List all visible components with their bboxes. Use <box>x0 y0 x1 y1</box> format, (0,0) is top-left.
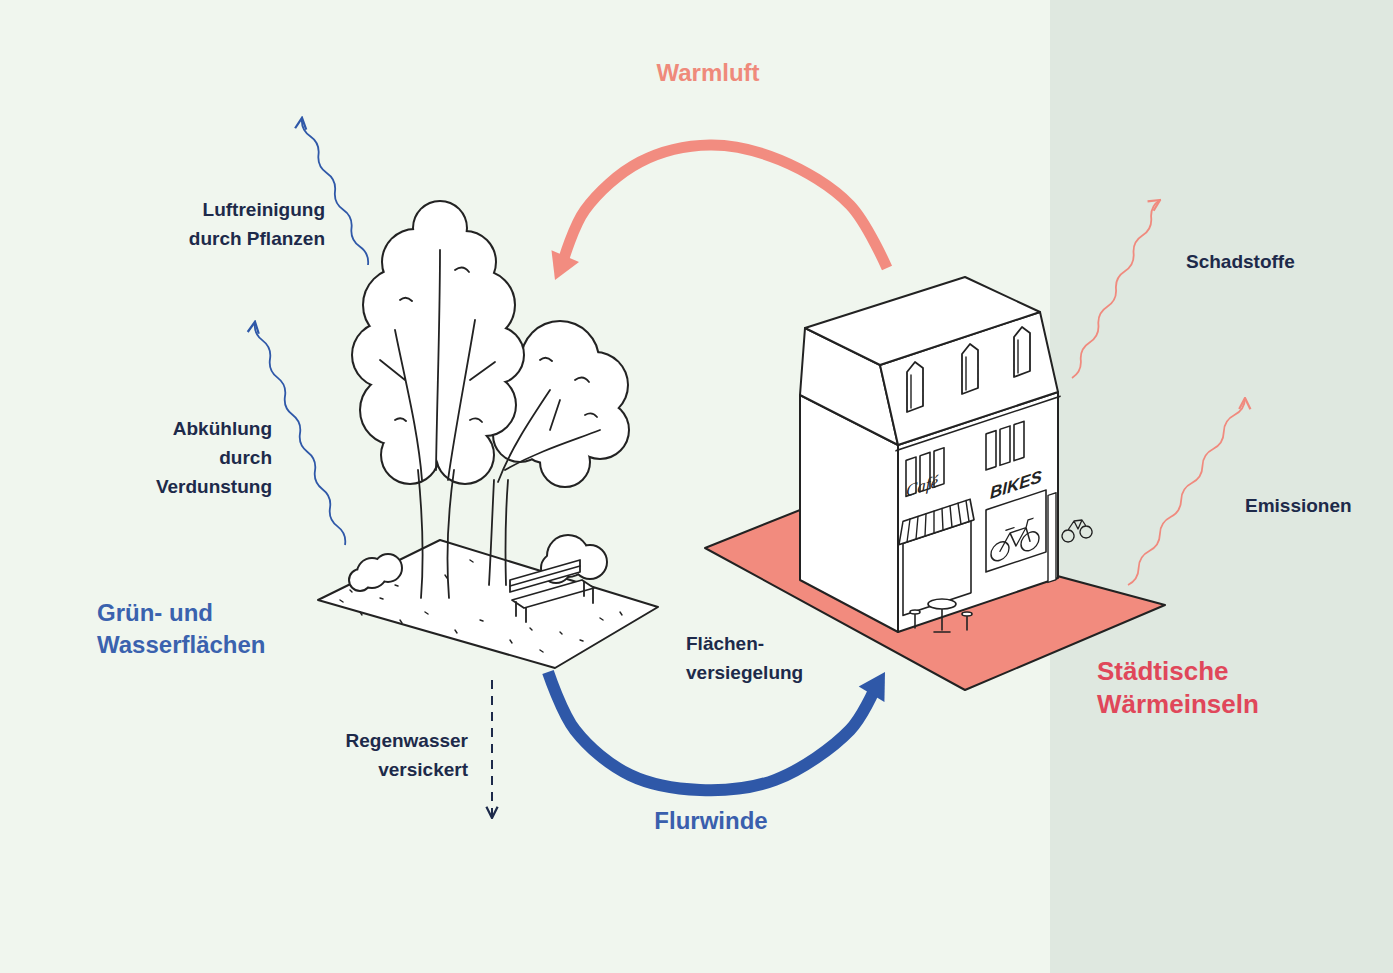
building-drawing <box>1014 421 1024 460</box>
wavy-arrow <box>302 118 368 265</box>
building-drawing <box>910 599 972 632</box>
connector-arrow <box>548 672 874 790</box>
connector-group <box>548 672 885 790</box>
label-anchor: Emissionen <box>1245 491 1385 520</box>
shop-sign: Café <box>906 462 966 502</box>
wavy-arrow <box>1072 200 1160 378</box>
building-drawing <box>1062 520 1092 542</box>
area-heading: Grün- und Wasserflächen <box>97 597 357 661</box>
building-drawing <box>986 431 996 470</box>
building-drawing <box>899 498 974 545</box>
building-drawing <box>1000 518 1033 551</box>
building-drawing <box>805 277 1040 365</box>
park-drawing <box>380 250 495 598</box>
label-anchor: Schadstoffe <box>1186 247 1346 276</box>
edge-label-anchor: Flurwinde <box>611 806 811 836</box>
park-drawing <box>350 555 401 590</box>
wavy-arrow <box>1128 398 1245 585</box>
connector-group <box>551 145 887 280</box>
heat-island-area: Städtische Wärmeinseln <box>885 268 1305 729</box>
building-drawing <box>705 277 1165 690</box>
label-anchor: Abkühlung durch Verdunstung <box>142 414 272 501</box>
wavy-arrow <box>255 118 1245 585</box>
building-drawing <box>907 500 969 543</box>
wavy-arrow <box>255 322 346 545</box>
building-drawing <box>907 327 1030 412</box>
building-drawing <box>920 452 930 491</box>
label-anchor: Luftreinigung durch Pflanzen <box>175 195 325 253</box>
building-drawing <box>896 396 1060 632</box>
park-drawing <box>516 582 593 622</box>
park-drawing <box>350 555 401 590</box>
building-drawing <box>705 508 1165 690</box>
flow-label: Warmluft <box>608 58 808 88</box>
effect-label: Flächen- versiegelung <box>686 629 836 687</box>
arrowhead <box>859 672 885 702</box>
flow-label: Flurwinde <box>611 806 811 836</box>
building-drawing <box>1048 493 1056 583</box>
building-drawing <box>986 490 1046 572</box>
edge-label-anchor: Warmluft <box>608 58 808 88</box>
effect-label: Regenwasser versickert <box>328 726 468 784</box>
green-space-area: Grün- und Wasserflächen <box>90 280 670 672</box>
building-drawing <box>934 448 944 487</box>
arrowhead <box>551 250 579 280</box>
effect-label: Emissionen <box>1245 491 1385 520</box>
label-anchor: BIKES <box>990 484 1056 504</box>
park-drawing <box>512 580 594 608</box>
label-anchor: Café <box>906 482 966 502</box>
area-heading: Städtische Wärmeinseln <box>1097 655 1297 721</box>
park-drawing <box>318 202 658 668</box>
label-anchor: Flächen- versiegelung <box>686 629 836 687</box>
building-drawing <box>1000 426 1010 465</box>
building-drawing <box>906 457 916 496</box>
effect-label: Luftreinigung durch Pflanzen <box>175 195 325 253</box>
effect-label: Schadstoffe <box>1186 247 1346 276</box>
building-drawing <box>911 340 1018 408</box>
building-drawing <box>896 396 1060 450</box>
side-panel <box>1050 0 1393 973</box>
shop-sign: BIKES <box>990 462 1056 504</box>
label-anchor: Regenwasser versickert <box>328 726 468 784</box>
seepage-arrow <box>491 680 493 818</box>
effect-label: Abkühlung durch Verdunstung <box>142 414 272 501</box>
connector-arrow <box>563 145 887 268</box>
